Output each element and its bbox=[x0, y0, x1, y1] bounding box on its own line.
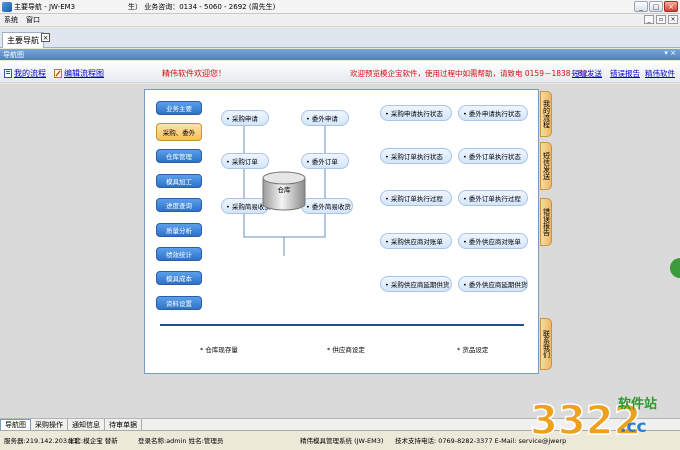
mdi-restore-button[interactable]: ▫ bbox=[656, 15, 666, 24]
navigation-canvas bbox=[144, 89, 539, 374]
mdi-minimize-button[interactable]: _ bbox=[644, 15, 654, 24]
toolbar: 我的流程 编辑流程图 精伟软件欢迎您！ 欢迎预览模企宝软件，使用过程中如需帮助，… bbox=[0, 61, 680, 83]
side-tab-sms[interactable]: 短信发送 bbox=[540, 142, 552, 190]
menu-business-main[interactable]: 业务主要 bbox=[156, 101, 202, 115]
status-support: 技术支持电话: 0769-8282-3377 E-Mail: service@j… bbox=[395, 437, 567, 445]
watermark-logo: 3322 软件站 .cc bbox=[529, 396, 657, 442]
side-tab-my-flow[interactable]: 我的流程 bbox=[540, 91, 552, 137]
node-purchase-request-status[interactable]: • 采购申请执行状态 bbox=[380, 105, 452, 121]
panel-controls[interactable]: ▾ × bbox=[664, 49, 676, 57]
node-outsource-receive[interactable]: • 委外简易收货 bbox=[301, 198, 353, 214]
status-account: 帐套:模企宝 替新 bbox=[68, 437, 118, 445]
side-tab-label: 短信发送 bbox=[542, 152, 551, 180]
panel-title: 导航图 bbox=[3, 50, 24, 59]
brand-link[interactable]: 精伟软件 bbox=[645, 69, 675, 78]
link-inventory[interactable]: * 仓库现存量 bbox=[200, 346, 238, 354]
menu-window[interactable]: 窗口 bbox=[26, 16, 40, 24]
side-tab-contact-us[interactable]: 联系我们 bbox=[540, 318, 552, 370]
menu-warehouse[interactable]: 仓库管理 bbox=[156, 149, 202, 163]
bottom-tab-notices[interactable]: 通知信息 bbox=[68, 419, 105, 431]
watermark-digits: 3322 bbox=[530, 398, 641, 442]
welcome-text: 精伟软件欢迎您！ bbox=[162, 69, 226, 78]
node-purchase-receive[interactable]: • 采购简易收货 bbox=[221, 198, 271, 214]
menu-data-settings[interactable]: 资料设置 bbox=[156, 296, 202, 310]
link-supplier-settings[interactable]: * 供应商设定 bbox=[327, 346, 365, 354]
node-purchase-supplier-statement[interactable]: • 采购供应商对账单 bbox=[380, 233, 452, 249]
bottom-tab-purchase-ops[interactable]: 采购操作 bbox=[31, 419, 68, 431]
notice-text: 欢迎预览模企宝软件，使用过程中如需帮助，请致电 0159－1838－82 bbox=[350, 69, 588, 78]
side-tab-label: 错误报告 bbox=[542, 208, 551, 236]
edit-flow-link-group[interactable]: 编辑流程图 bbox=[54, 68, 104, 79]
maximize-button[interactable]: □ bbox=[649, 1, 663, 12]
side-float-widget[interactable] bbox=[670, 258, 680, 278]
edit-flow-link[interactable]: 编辑流程图 bbox=[64, 69, 104, 78]
flow-doc-icon bbox=[4, 69, 12, 78]
menu-purchase-outsource[interactable]: 采购、委外 bbox=[156, 123, 202, 141]
tab-label: 主要导航 bbox=[7, 36, 39, 45]
node-purchase-order-status[interactable]: • 采购订单执行状态 bbox=[380, 148, 452, 164]
close-window-button[interactable]: × bbox=[664, 1, 678, 12]
side-tab-label: 我的流程 bbox=[542, 100, 551, 128]
mdi-close-button[interactable]: × bbox=[668, 15, 678, 24]
menu-system[interactable]: 系统 bbox=[4, 16, 18, 24]
bottom-tab-pending-docs[interactable]: 待审单据 bbox=[105, 419, 142, 431]
node-outsource-request-status[interactable]: • 委外申请执行状态 bbox=[458, 105, 528, 121]
menu-quality-analysis[interactable]: 质量分析 bbox=[156, 223, 202, 237]
app-icon bbox=[2, 1, 12, 12]
minimize-button[interactable]: _ bbox=[634, 1, 648, 12]
link-goods-settings[interactable]: * 货品设定 bbox=[457, 346, 489, 354]
title-bar: 主要导航 - JW-EM3 生） 业务咨询：0134 - 5060 - 2692… bbox=[0, 0, 680, 14]
menu-mold-cost[interactable]: 模具成本 bbox=[156, 271, 202, 285]
my-flow-link[interactable]: 我的流程 bbox=[14, 69, 46, 78]
status-user: 登录名称:admin 姓名:管理员 bbox=[138, 437, 224, 445]
side-tab-error-report[interactable]: 错误报告 bbox=[540, 198, 552, 246]
edit-pencil-icon bbox=[54, 69, 62, 78]
node-outsource-order-process[interactable]: • 委外订单执行过程 bbox=[458, 190, 528, 206]
node-purchase-request[interactable]: • 采购申请 bbox=[221, 110, 269, 126]
menu-performance-stats[interactable]: 绩效统计 bbox=[156, 247, 202, 261]
warehouse-label: 仓库 bbox=[277, 186, 291, 194]
menu-bar: 系统 窗口 _ ▫ × bbox=[0, 14, 680, 27]
node-outsource-supplier-delay[interactable]: • 委外供应商延期供货 bbox=[458, 276, 528, 292]
watermark-domain: .cc bbox=[620, 417, 647, 437]
node-outsource-order[interactable]: • 委外订单 bbox=[301, 153, 349, 169]
error-report-link[interactable]: 错误报告 bbox=[610, 69, 640, 78]
node-purchase-order-process[interactable]: • 采购订单执行过程 bbox=[380, 190, 452, 206]
node-purchase-supplier-delay[interactable]: • 采购供应商延期供货 bbox=[380, 276, 452, 292]
window-title-contact: 生） 业务咨询：0134 - 5060 - 2692 (周先生) bbox=[128, 3, 276, 11]
my-flow-link-group[interactable]: 我的流程 bbox=[4, 68, 46, 79]
panel-header: 导航图 ▾ × bbox=[0, 49, 680, 60]
status-bar: 服务器:219.142.203.11 帐套:模企宝 替新 登录名称:admin … bbox=[0, 430, 680, 450]
warehouse-database-icon[interactable] bbox=[261, 171, 307, 211]
node-outsource-order-status[interactable]: • 委外订单执行状态 bbox=[458, 148, 528, 164]
node-outsource-request[interactable]: • 委外申请 bbox=[301, 110, 349, 126]
document-tab-strip: 主要导航 × bbox=[0, 28, 680, 48]
side-tab-label: 联系我们 bbox=[542, 330, 551, 358]
status-server: 服务器:219.142.203.11 bbox=[4, 437, 78, 445]
window-title: 主要导航 - JW-EM3 bbox=[14, 2, 76, 11]
node-purchase-order[interactable]: • 采购订单 bbox=[221, 153, 269, 169]
status-system-name: 精伟模具管理系统 (JW-EM3) bbox=[300, 437, 384, 445]
tab-close-icon[interactable]: × bbox=[41, 33, 50, 42]
watermark-site: 软件站 bbox=[618, 396, 657, 412]
node-outsource-supplier-statement[interactable]: • 委外供应商对账单 bbox=[458, 233, 528, 249]
menu-mold-processing[interactable]: 模具加工 bbox=[156, 174, 202, 188]
tab-main-navigation[interactable]: 主要导航 bbox=[2, 32, 44, 48]
menu-progress-query[interactable]: 进度查询 bbox=[156, 198, 202, 212]
bottom-tab-bar: 导航图 采购操作 通知信息 待审单据 bbox=[0, 418, 680, 431]
sms-link[interactable]: 短信发送 bbox=[572, 69, 602, 78]
